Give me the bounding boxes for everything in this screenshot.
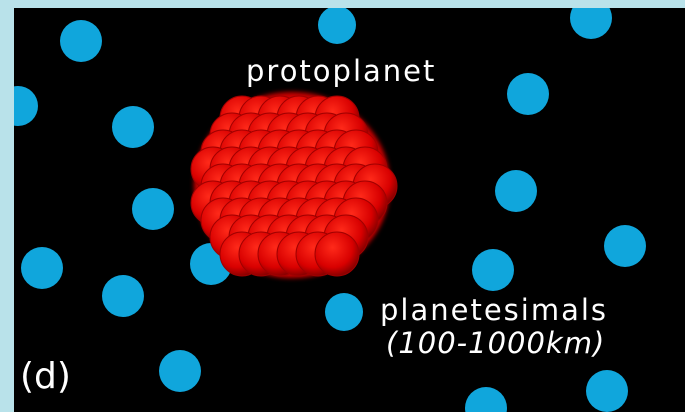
size-range-label: (100-1000km) [386,326,605,360]
planetesimal [60,20,102,62]
planetesimals-label: planetesimals [380,293,608,327]
planetesimal [159,350,201,392]
protoplanet-sphere [315,232,359,276]
planetesimal [132,188,174,230]
planetesimal [604,225,646,267]
panel-label: (d) [20,356,71,397]
planetesimal [507,73,549,115]
planetesimal [570,8,612,39]
planetesimal [102,275,144,317]
protoplanet-label: protoplanet [246,54,436,88]
planetesimal [472,249,514,291]
planetesimal [325,293,363,331]
planetesimal [21,247,63,289]
planetesimal [465,387,507,412]
protoplanet-spheres [191,96,397,276]
planetesimal [318,8,356,44]
diagram-scene: protoplanet planetesimals (100-1000km) (… [14,8,685,412]
planetesimal [586,370,628,412]
planetesimal [495,170,537,212]
planetesimal [112,106,154,148]
planetesimal [14,86,38,126]
